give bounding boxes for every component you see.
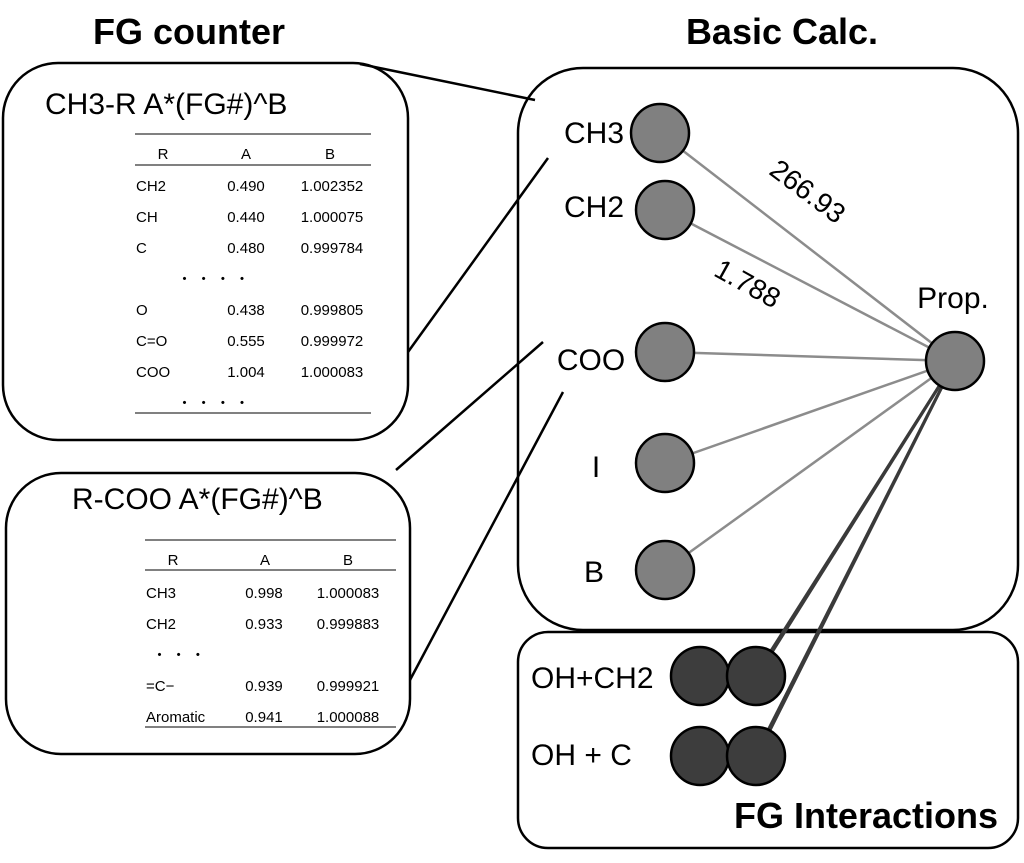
table1-header-b: B <box>325 146 335 163</box>
table1-cell: 0.999805 <box>301 302 364 319</box>
table2-header-r: R <box>168 552 179 569</box>
table1-cell: 0.999972 <box>301 333 364 350</box>
fg-counter-box-ch3 <box>1 61 410 442</box>
table1-cell: 1.000075 <box>301 209 364 226</box>
node-i <box>634 432 696 494</box>
table1-cell: COO <box>136 364 170 381</box>
label-ch3: CH3 <box>564 117 624 150</box>
label-ch2: CH2 <box>564 191 624 224</box>
interaction-edges <box>753 360 957 757</box>
table1-cell: 0.490 <box>227 178 265 195</box>
callout-line <box>359 62 536 102</box>
table2-header-b: B <box>343 552 353 569</box>
table1-cell: 0.440 <box>227 209 265 226</box>
table1-cell: CH <box>136 209 158 226</box>
node-oh-c-b <box>725 725 787 787</box>
edge-coo-prop <box>664 350 956 363</box>
label-b: B <box>584 556 604 589</box>
heading-basic-calc: Basic Calc. <box>686 11 878 52</box>
table-ch3-r: CH3-R A*(FG#)^B R A B CH2 0.490 1.002352CH… <box>45 88 371 414</box>
table1-cell: 0.999784 <box>301 240 364 257</box>
table2-cell: 1.000088 <box>317 709 380 726</box>
label-coo: COO <box>557 344 625 377</box>
table2-title: R-COO A*(FG#)^B <box>72 483 323 516</box>
table2-cell: 0.939 <box>245 678 283 695</box>
label-oh-ch2: OH+CH2 <box>531 662 654 695</box>
callout-line <box>408 391 565 681</box>
label-oh-c: OH + C <box>531 739 632 772</box>
table2-cell: CH2 <box>146 616 176 633</box>
table1-cell: ・ ・ ・ ・ <box>177 395 250 412</box>
table1-cell: C=O <box>136 333 167 350</box>
table2-cell: CH3 <box>146 585 176 602</box>
node-prop <box>924 330 986 392</box>
edge-b-prop <box>664 359 956 572</box>
node-ch2 <box>634 179 696 241</box>
table2-cell: 0.933 <box>245 616 283 633</box>
table1-cell: 0.438 <box>227 302 265 319</box>
edge-ch2-prop <box>664 208 956 363</box>
input-nodes <box>629 102 696 601</box>
table2-cell: 0.998 <box>245 585 283 602</box>
table1-title: CH3-R A*(FG#)^B <box>45 88 287 121</box>
edge-ch3-prop <box>659 132 956 362</box>
callout-line <box>406 157 550 353</box>
label-i: I <box>592 451 600 484</box>
table1-cell: ・ ・ ・ ・ <box>177 271 250 288</box>
node-coo <box>634 321 696 383</box>
table1-header-a: A <box>241 146 251 163</box>
table2-cell: Aromatic <box>146 709 206 726</box>
edge-oh-c-prop-b <box>755 360 957 757</box>
table1-cell: C <box>136 240 147 257</box>
table2-cell: ・ ・ ・ <box>152 647 205 664</box>
table2-cell: 0.999921 <box>317 678 380 695</box>
table1-cell: 1.002352 <box>301 178 364 195</box>
heading-fg-interactions: FG Interactions <box>734 795 998 836</box>
table2-cell: 0.941 <box>245 709 283 726</box>
table2-cell: =C− <box>146 678 175 695</box>
table1-cell: CH2 <box>136 178 166 195</box>
edge-oh-ch2-prop-b <box>755 360 957 677</box>
table-r-coo: R-COO A*(FG#)^B R A B CH3 0.998 1.000083CH… <box>72 483 396 728</box>
node-ch3 <box>629 102 691 164</box>
table2-cell: 0.999883 <box>317 616 380 633</box>
table1-cell: 1.000083 <box>301 364 364 381</box>
network-edges <box>659 132 956 572</box>
callout-lines <box>359 62 565 681</box>
table1-cell: 1.004 <box>227 364 265 381</box>
label-prop: Prop. <box>917 282 989 315</box>
node-oh-ch2-b <box>725 645 787 707</box>
heading-fg-counter: FG counter <box>93 11 285 52</box>
table1-header-r: R <box>158 146 169 163</box>
table1-cell: 0.480 <box>227 240 265 257</box>
fg-counter-box-coo <box>4 471 412 756</box>
table1-cell: 0.555 <box>227 333 265 350</box>
table2-cell: 1.000083 <box>317 585 380 602</box>
interaction-nodes <box>669 645 787 787</box>
node-oh-c-a <box>669 725 731 787</box>
node-b <box>634 539 696 601</box>
node-oh-ch2-a <box>669 645 731 707</box>
callout-line <box>395 341 544 471</box>
edge-i-prop <box>664 359 956 465</box>
table2-header-a: A <box>260 552 270 569</box>
table1-cell: O <box>136 302 148 319</box>
